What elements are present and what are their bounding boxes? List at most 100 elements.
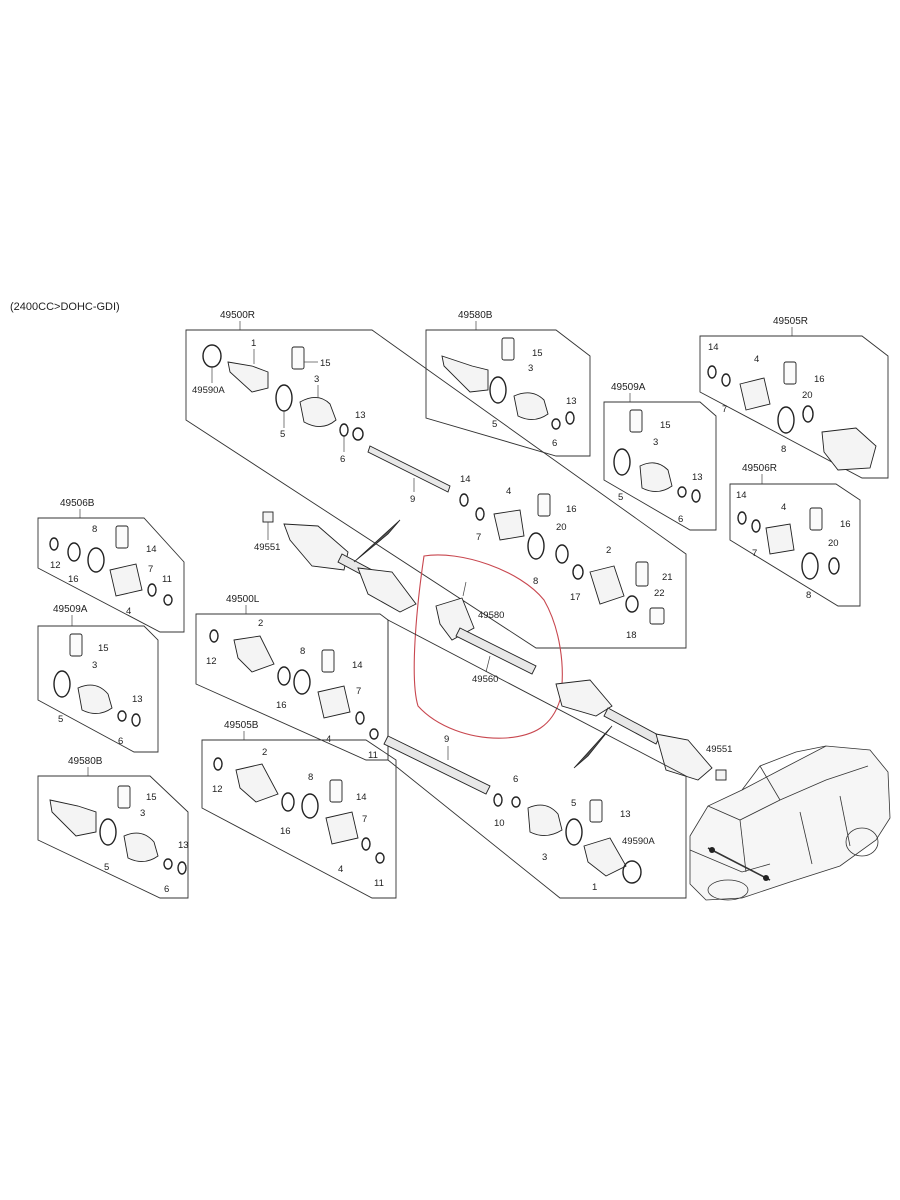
ring-6-la [117,710,127,722]
label-15: 15 [320,358,331,369]
label-3-l: 3 [542,852,547,863]
grease-tube-lb [115,525,129,549]
label-9-l: 9 [444,734,449,745]
label-14-r: 14 [708,342,719,353]
label-16-top: 16 [566,504,577,515]
kit-label-49509A-left: 49509A [53,604,88,615]
boot-3-b [513,392,549,420]
label-1: 1 [251,338,256,349]
clamp-ring [275,384,293,412]
label-6-l: 6 [513,774,518,785]
ring-6-b [551,418,561,430]
label-11-b: 11 [374,878,384,889]
kit-label-49580B-bottom: 49580B [68,756,103,767]
kit-box-49506R [729,483,861,607]
label-15-ra: 15 [660,420,671,431]
label-12-b: 12 [212,784,223,795]
label-7-top: 7 [476,532,481,543]
grease-tube-bb2 [117,785,131,809]
ring-8-lb [87,547,105,573]
grease-tube-21 [635,561,649,587]
label-7-l: 7 [356,686,361,697]
ring-13-ra [691,489,701,503]
label-14-lb: 14 [146,544,157,555]
label-21: 21 [662,572,673,583]
ring-16-lb [67,542,81,562]
kit-box-49509A-left [37,625,159,753]
kit-label-49500R: 49500R [220,310,255,321]
grease-tube-rr [809,507,823,531]
label-16-l: 16 [276,700,287,711]
kit-box-49509A-right [603,401,717,531]
left-shaft-bar [603,707,661,745]
label-4-b: 4 [338,864,343,875]
label-12-lb: 12 [50,560,61,571]
ring-6-bb [163,858,173,870]
boot-3-la [77,684,113,714]
label-49590A-top: 49590A [192,385,225,396]
ring-20-rr [828,557,840,575]
label-8-b: 8 [308,772,313,783]
label-14-b: 14 [356,792,367,803]
label-16-r: 16 [814,374,825,385]
ring-5-l [565,818,583,846]
label-4-l: 4 [326,734,331,745]
label-8-rr: 8 [806,590,811,601]
label-7-rr: 7 [752,548,757,559]
outer-joint [227,361,269,393]
boot-3-bb [123,832,159,862]
label-22: 22 [654,588,665,599]
inner-joint-l [317,685,351,719]
label-7-lb: 7 [148,564,153,575]
label-8-top: 8 [533,576,538,587]
ring-7-r [721,373,731,387]
label-6-b: 6 [552,438,557,449]
label-7-r: 7 [722,404,727,415]
label-15-b: 15 [532,348,543,359]
label-6-la: 6 [118,736,123,747]
boot-clamp [339,423,349,437]
drive-shaft-l [383,735,491,795]
ring-6-ra [677,486,687,498]
label-5-la: 5 [58,714,63,725]
label-4-top: 4 [506,486,511,497]
grease-tube-13 [589,799,603,823]
label-20-r: 20 [802,390,813,401]
kit-label-49500L: 49500L [226,594,260,605]
tripod-joint-r [821,427,877,471]
label-3-bb: 3 [140,808,145,819]
ring-18 [625,595,639,613]
label-13: 13 [355,410,366,421]
ring-14-rr [737,511,747,525]
label-3: 3 [314,374,319,385]
label-18: 18 [626,630,637,641]
ring-16-b [281,792,295,812]
section-wedge-top [353,519,401,563]
left-shaft-inner-cv [555,679,613,717]
label-2-b: 2 [262,747,267,758]
ring-8-l [293,669,311,695]
inner-joint-r [739,377,771,411]
ring-8-r [777,406,795,434]
tripod-housing-l [233,635,275,673]
label-5-bb: 5 [104,862,109,873]
label-14-top: 14 [460,474,471,485]
grease-tube-b [501,337,515,361]
ring-13-b [565,411,575,425]
grease-tube-la [69,633,83,657]
engine-note: (2400CC>DOHC-GDI) [10,301,120,313]
ring-7-lb [147,583,157,597]
ring-12-l [209,629,219,643]
ring-17 [572,564,584,580]
ring-5-la [53,670,71,698]
right-shaft-inner-cv [357,567,417,613]
label-4-rr: 4 [781,502,786,513]
kit-box-49505R [699,335,889,479]
label-15-la: 15 [98,643,109,654]
label-13-l: 13 [620,809,631,820]
grease-tube-r [783,361,797,385]
kit-box-49505B [201,739,397,899]
kit-box-49580B-top [425,329,591,457]
label-3-ra: 3 [653,437,658,448]
kit-box-49506B [37,517,185,633]
